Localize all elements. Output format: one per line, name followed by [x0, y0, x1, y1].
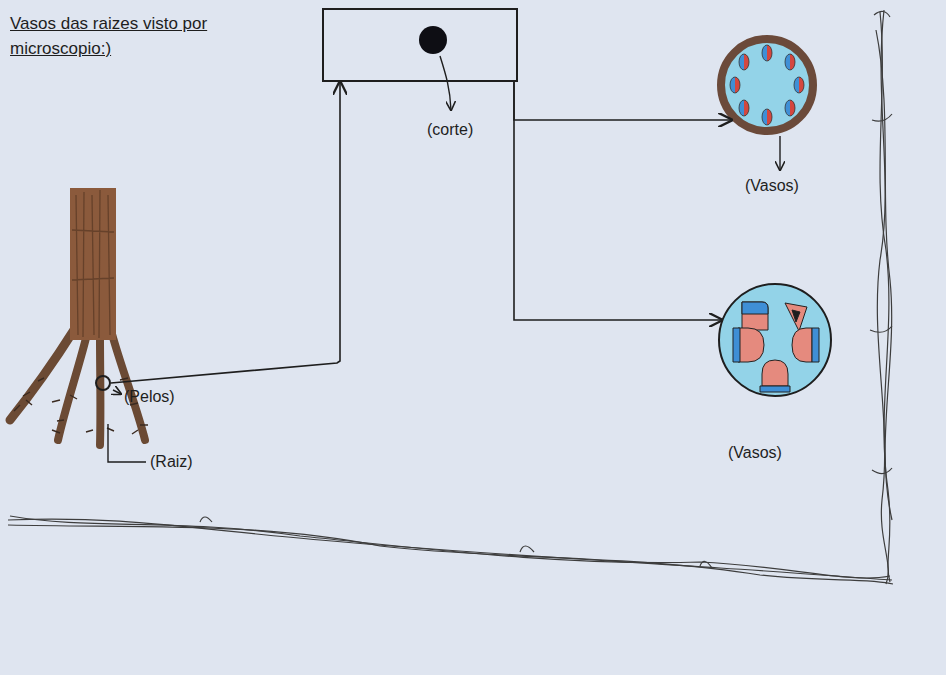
vessel [738, 328, 764, 362]
root-section-fill [721, 39, 813, 131]
vessel [742, 302, 768, 314]
vine-curl [200, 11, 892, 568]
leader-arrow [779, 136, 780, 170]
vessel [739, 100, 749, 116]
root [96, 338, 104, 445]
root-hairs [14, 378, 148, 434]
vessel [762, 45, 772, 61]
root-hair-spot: (Pelos) [95, 375, 111, 391]
vessels [733, 302, 819, 392]
vessel [760, 386, 790, 392]
circle-outline [718, 283, 832, 397]
node-label: (Pelos) [124, 387, 175, 406]
vessel [792, 310, 800, 322]
vessel [762, 109, 772, 125]
vessel [792, 328, 812, 362]
connector-arrow [514, 82, 731, 120]
vine [877, 10, 888, 584]
vessel [739, 54, 749, 70]
vessel [762, 360, 788, 386]
diagram-title: Vasos das raizes visto por microscopio:) [10, 12, 215, 61]
root-section-fill [719, 284, 831, 396]
part-label: (Raiz) [150, 452, 193, 471]
connector-arrow [111, 82, 340, 383]
vine [8, 525, 893, 584]
circle-outline [96, 376, 110, 390]
vine [876, 30, 892, 520]
vessel [742, 302, 768, 330]
leader-arrow [113, 390, 121, 394]
node-label: (Vasos) [728, 443, 782, 462]
vessel [730, 77, 740, 93]
vessels [730, 45, 804, 125]
root-cross-section: (Vasos) [718, 283, 832, 397]
vine [10, 516, 890, 578]
vessel [785, 54, 795, 70]
node-label: (Vasos) [745, 176, 799, 195]
vessel [785, 303, 807, 331]
section-box: (corte) [322, 8, 518, 82]
leader-line [108, 424, 146, 462]
leader-arrow [440, 56, 451, 110]
root-illustration [10, 188, 148, 462]
vine [8, 519, 892, 580]
root-cross-section: (Vasos) [717, 35, 817, 135]
node-label: (corte) [427, 120, 473, 139]
vessel [812, 328, 819, 362]
vessel [733, 328, 740, 362]
trunk [70, 188, 116, 340]
circle-outline [719, 284, 831, 396]
vine-border [8, 10, 893, 584]
circle-outline [95, 375, 111, 391]
trunk-texture [72, 190, 114, 338]
vessel [785, 100, 795, 116]
root [112, 334, 145, 440]
vessel [794, 77, 804, 93]
connector-arrow [514, 82, 722, 320]
section-dot [419, 26, 447, 54]
root [58, 338, 86, 440]
